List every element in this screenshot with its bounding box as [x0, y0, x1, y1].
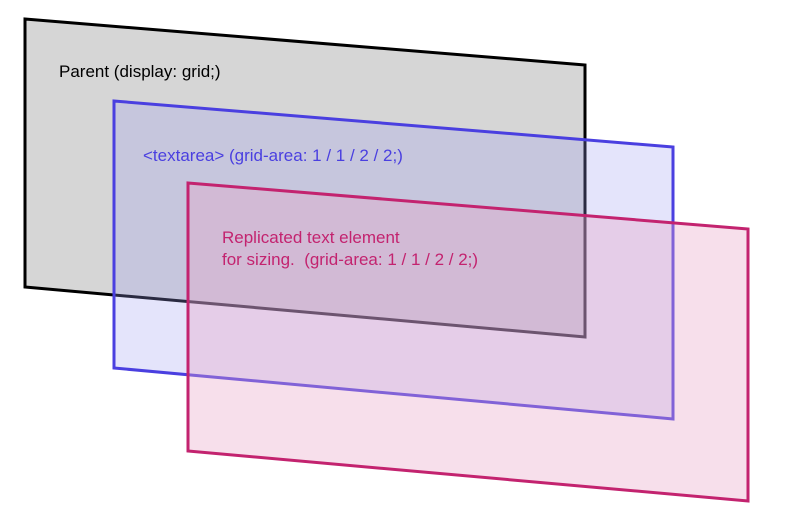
replicated-label-line-2: for sizing. (grid-area: 1 / 1 / 2 / 2;) [222, 250, 478, 269]
parent-layer: Parent (display: grid;) [23, 17, 587, 339]
textarea-layer: <textarea> (grid-area: 1 / 1 / 2 / 2;) [112, 99, 675, 421]
replicated-label-line-1: Replicated text element [222, 228, 400, 247]
textarea-label: <textarea> (grid-area: 1 / 1 / 2 / 2;) [143, 146, 403, 165]
parent-label: Parent (display: grid;) [59, 62, 221, 81]
replicated-panel [186, 181, 750, 503]
parent-panel [23, 17, 587, 339]
textarea-panel [112, 99, 675, 421]
replicated-layer: Replicated text element for sizing. (gri… [186, 181, 750, 503]
